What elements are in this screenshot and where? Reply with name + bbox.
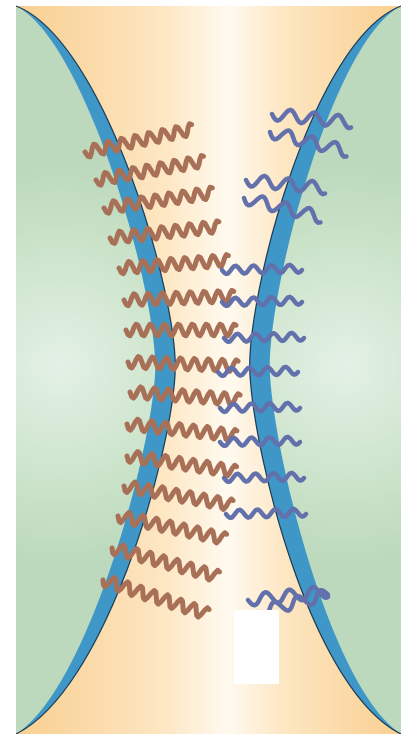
label-box [234, 610, 279, 684]
